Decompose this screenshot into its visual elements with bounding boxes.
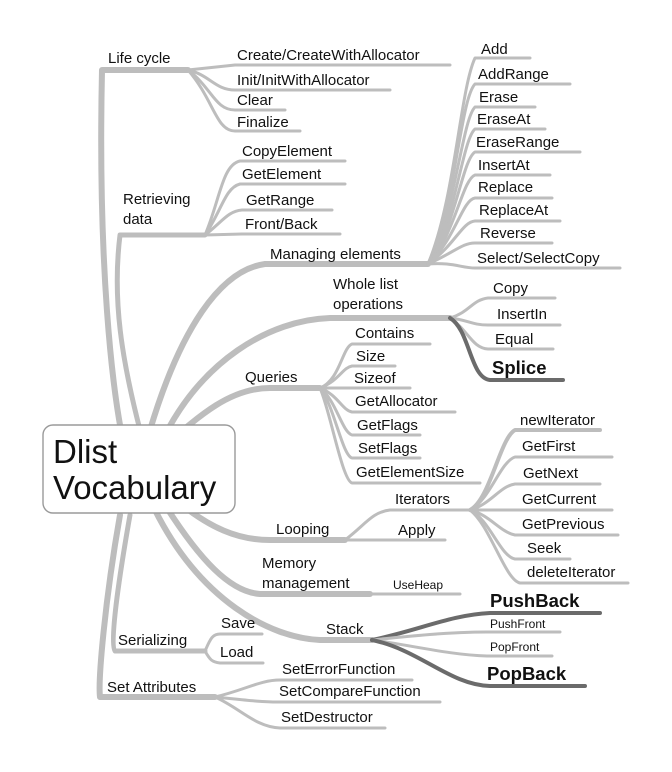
stack-item-popfront: PopFront bbox=[490, 640, 540, 654]
queries-item-getelementsize: GetElementSize bbox=[356, 464, 464, 481]
iterators-label: Iterators bbox=[395, 491, 450, 508]
life-cycle-item-create: Create/CreateWithAllocator bbox=[237, 47, 420, 64]
apply-label: Apply bbox=[398, 522, 436, 539]
queries-item-getflags: GetFlags bbox=[357, 417, 418, 434]
set-attributes-item-seterrorfunction: SetErrorFunction bbox=[282, 661, 395, 678]
branch-lines bbox=[96, 56, 630, 730]
root-title-line2: Vocabulary bbox=[53, 469, 217, 506]
managing-label: Managing elements bbox=[270, 246, 401, 263]
retrieving-item-getrange: GetRange bbox=[246, 192, 314, 209]
stack-item-popback: PopBack bbox=[487, 663, 567, 684]
managing-item-insertat: InsertAt bbox=[478, 157, 531, 174]
whole-list-label-line2: operations bbox=[333, 296, 403, 313]
managing-item-eraseat: EraseAt bbox=[477, 111, 531, 128]
retrieving-item-getelement: GetElement bbox=[242, 166, 322, 183]
looping-label: Looping bbox=[276, 521, 329, 538]
managing-item-erase: Erase bbox=[479, 89, 518, 106]
queries-item-setflags: SetFlags bbox=[358, 440, 417, 457]
life-cycle-item-init: Init/InitWithAllocator bbox=[237, 72, 370, 89]
stack-item-pushfront: PushFront bbox=[490, 617, 546, 631]
iterators-item-deleteiterator: deleteIterator bbox=[527, 564, 615, 581]
queries-item-size: Size bbox=[356, 348, 385, 365]
retrieving-item-frontback: Front/Back bbox=[245, 216, 318, 233]
life-cycle-item-finalize: Finalize bbox=[237, 114, 289, 131]
iterators-item-getprevious: GetPrevious bbox=[522, 516, 605, 533]
retrieving-label-line2: data bbox=[123, 211, 153, 228]
iterators-item-getnext: GetNext bbox=[523, 465, 579, 482]
stack-label: Stack bbox=[326, 621, 364, 638]
memory-label-line2: management bbox=[262, 575, 350, 592]
whole-list-item-equal: Equal bbox=[495, 331, 533, 348]
set-attributes-item-setcomparefunction: SetCompareFunction bbox=[279, 683, 421, 700]
life-cycle-label: Life cycle bbox=[108, 50, 171, 67]
iterators-item-getfirst: GetFirst bbox=[522, 438, 576, 455]
serializing-item-load: Load bbox=[220, 644, 253, 661]
whole-list-item-insertin: InsertIn bbox=[497, 306, 547, 323]
retrieving-label-line1: Retrieving bbox=[123, 191, 191, 208]
managing-item-reverse: Reverse bbox=[480, 225, 536, 242]
whole-list-item-splice: Splice bbox=[492, 357, 547, 378]
iterators-item-getcurrent: GetCurrent bbox=[522, 491, 597, 508]
queries-item-getallocator: GetAllocator bbox=[355, 393, 438, 410]
serializing-item-save: Save bbox=[221, 615, 255, 632]
managing-item-select: Select/SelectCopy bbox=[477, 250, 600, 267]
queries-label: Queries bbox=[245, 369, 298, 386]
memory-label-line1: Memory bbox=[262, 555, 317, 572]
whole-list-item-copy: Copy bbox=[493, 280, 529, 297]
iterators-item-newiterator: newIterator bbox=[520, 412, 595, 429]
managing-item-replace: Replace bbox=[478, 179, 533, 196]
iterators-item-seek: Seek bbox=[527, 540, 562, 557]
memory-item-useheap: UseHeap bbox=[393, 578, 443, 592]
managing-item-eraserange: EraseRange bbox=[476, 134, 559, 151]
set-attributes-item-setdestructor: SetDestructor bbox=[281, 709, 373, 726]
root-title-line1: Dlist bbox=[53, 433, 117, 470]
life-cycle-item-clear: Clear bbox=[237, 92, 273, 109]
queries-item-sizeof: Sizeof bbox=[354, 370, 397, 387]
queries-item-contains: Contains bbox=[355, 325, 414, 342]
retrieving-item-copyelement: CopyElement bbox=[242, 143, 333, 160]
managing-item-add: Add bbox=[481, 41, 508, 58]
managing-item-replaceat: ReplaceAt bbox=[479, 202, 549, 219]
set-attributes-label: Set Attributes bbox=[107, 679, 196, 696]
managing-item-addrange: AddRange bbox=[478, 66, 549, 83]
serializing-label: Serializing bbox=[118, 632, 187, 649]
stack-item-pushback: PushBack bbox=[490, 590, 580, 611]
whole-list-label-line1: Whole list bbox=[333, 276, 399, 293]
root-node: Dlist Vocabulary bbox=[42, 424, 236, 514]
